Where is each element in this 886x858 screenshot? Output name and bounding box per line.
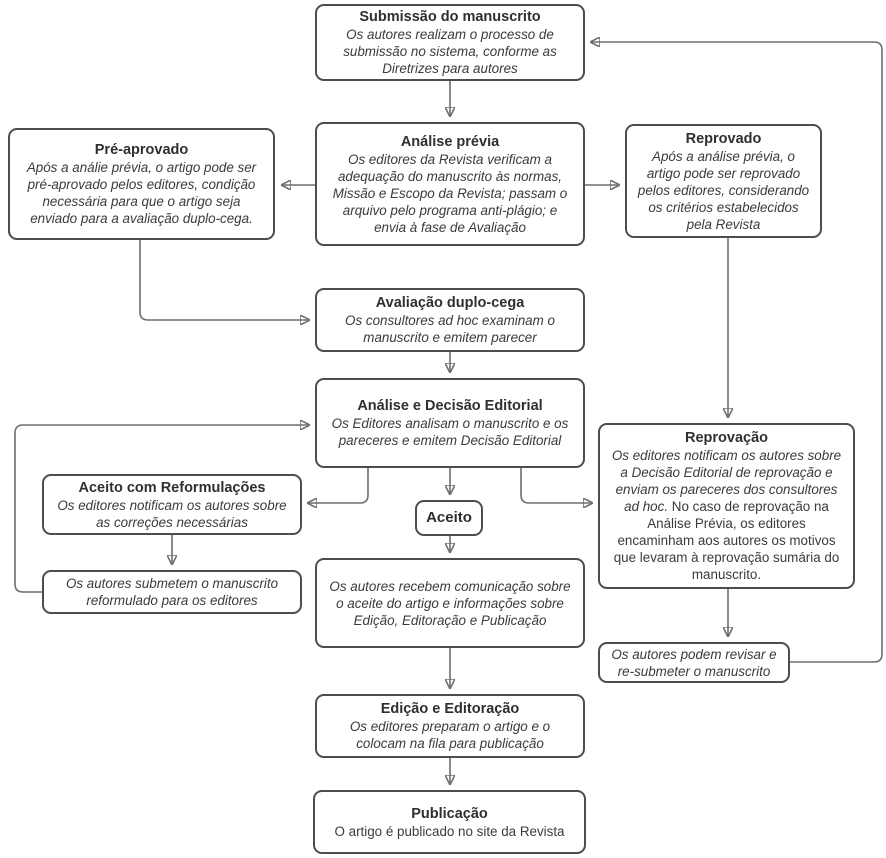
node-body: Os autores submetem o manuscrito reformu… bbox=[65, 576, 279, 608]
node-reprovacao: Reprovação Os editores notificam os auto… bbox=[598, 423, 855, 589]
node-title: Aceito bbox=[426, 509, 472, 526]
node-pre-aprovado: Pré-aprovado Após a análie prévia, o art… bbox=[8, 128, 275, 240]
node-body: Os Editores analisam o manuscrito e os p… bbox=[331, 416, 569, 448]
node-title: Publicação bbox=[411, 805, 488, 822]
node-title: Edição e Editoração bbox=[380, 701, 520, 717]
connector-preaprovado-avaliacao bbox=[139, 240, 308, 320]
node-aceito-com-reformulacoes: Aceito com Reformulações Os editores not… bbox=[42, 474, 302, 535]
node-body: Os consultores ad hoc examinam o manuscr… bbox=[345, 313, 555, 345]
connector-revisar-submissao-loop bbox=[592, 42, 883, 663]
node-body: Os editores notificam os autores sobre a… bbox=[57, 497, 287, 530]
node-edicao-editoracao: Edição e Editoração Os editores preparam… bbox=[315, 694, 585, 758]
node-body: O artigo é publicado no site da Revista bbox=[334, 823, 565, 839]
node-body: Os autores recebem comunicação sobre o a… bbox=[329, 578, 571, 628]
node-submissao-manuscrito: Submissão do manuscrito Os autores reali… bbox=[315, 4, 585, 81]
node-submetem-reformulado: Os autores submetem o manuscrito reformu… bbox=[42, 570, 302, 614]
node-body: Os editores notificam os autores sobre a… bbox=[608, 447, 845, 583]
node-body: Os editores da Revista verificam a adequ… bbox=[332, 151, 568, 235]
connector-submetem-decisao-loop bbox=[14, 425, 308, 593]
node-body: Os autores realizam o processo de submis… bbox=[343, 27, 557, 76]
node-body-regular-part: No caso de reprovação na Análise Prévia,… bbox=[613, 499, 840, 582]
node-title: Avaliação duplo-cega bbox=[375, 295, 525, 311]
node-title: Análise e Decisão Editorial bbox=[357, 398, 543, 414]
node-body: Após a análie prévia, o artigo pode ser … bbox=[26, 160, 257, 226]
node-body: Os editores preparam o artigo e o coloca… bbox=[349, 719, 551, 751]
node-title: Análise prévia bbox=[400, 133, 500, 150]
node-analise-decisao-editorial: Análise e Decisão Editorial Os Editores … bbox=[315, 378, 585, 468]
node-body: Os autores podem revisar e re-submeter o… bbox=[611, 646, 777, 679]
node-title: Submissão do manuscrito bbox=[359, 9, 541, 25]
node-title: Aceito com Reformulações bbox=[78, 479, 266, 496]
node-aceito: Aceito bbox=[415, 500, 483, 536]
node-body: Após a análise prévia, o artigo pode ser… bbox=[637, 148, 810, 232]
node-avaliacao-duplo-cega: Avaliação duplo-cega Os consultores ad h… bbox=[315, 288, 585, 352]
node-title: Reprovado bbox=[685, 130, 762, 147]
node-reprovado: Reprovado Após a análise prévia, o artig… bbox=[625, 124, 822, 238]
node-revisar-resubmeter: Os autores podem revisar e re-submeter o… bbox=[598, 642, 790, 683]
node-recebem-comunicacao: Os autores recebem comunicação sobre o a… bbox=[315, 558, 585, 648]
connector-decisao-reprovacao bbox=[520, 468, 591, 503]
node-body-italic-part: Os editores notificam os autores sobre a… bbox=[611, 448, 842, 514]
node-title: Reprovação bbox=[684, 430, 768, 446]
node-title: Pré-aprovado bbox=[94, 142, 189, 158]
connector-decisao-aceitoreform bbox=[309, 468, 369, 503]
node-analise-previa: Análise prévia Os editores da Revista ve… bbox=[315, 122, 585, 246]
node-publicacao: Publicação O artigo é publicado no site … bbox=[313, 790, 586, 854]
